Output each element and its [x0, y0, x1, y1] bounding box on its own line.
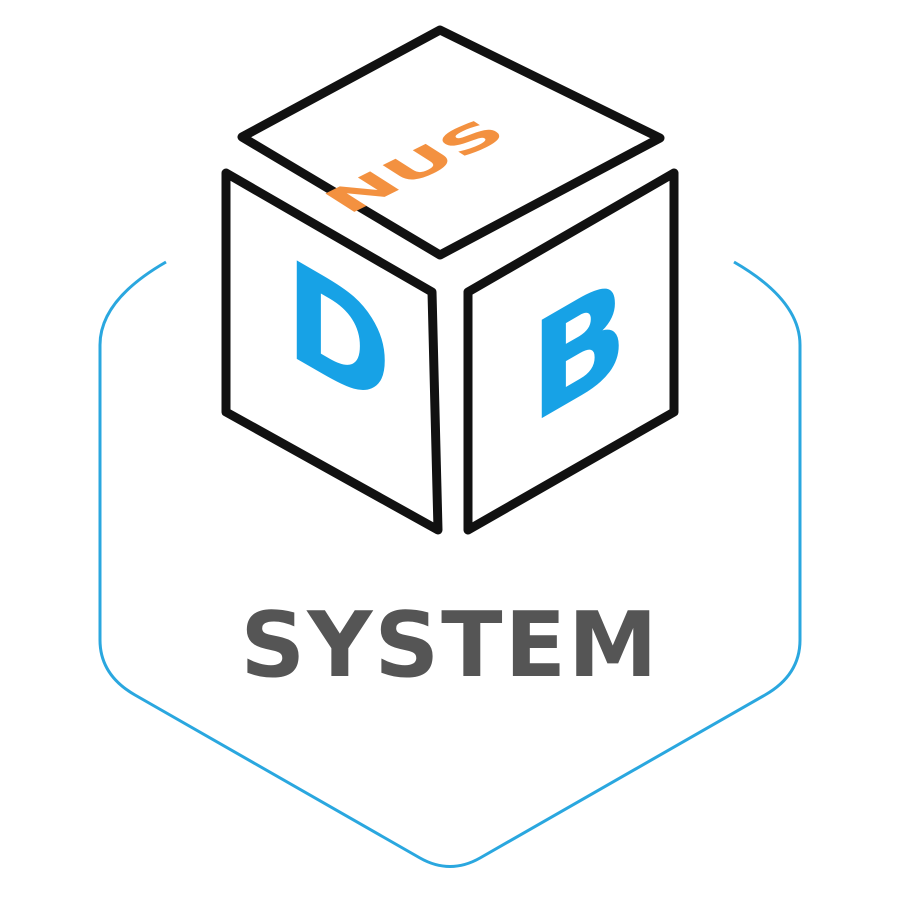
hexagon-outline	[98, 260, 802, 868]
system-text: SYSTEM	[240, 593, 659, 698]
cube-right-face	[463, 168, 679, 535]
cube-left-face	[221, 168, 443, 535]
cube-top-face	[237, 25, 665, 260]
